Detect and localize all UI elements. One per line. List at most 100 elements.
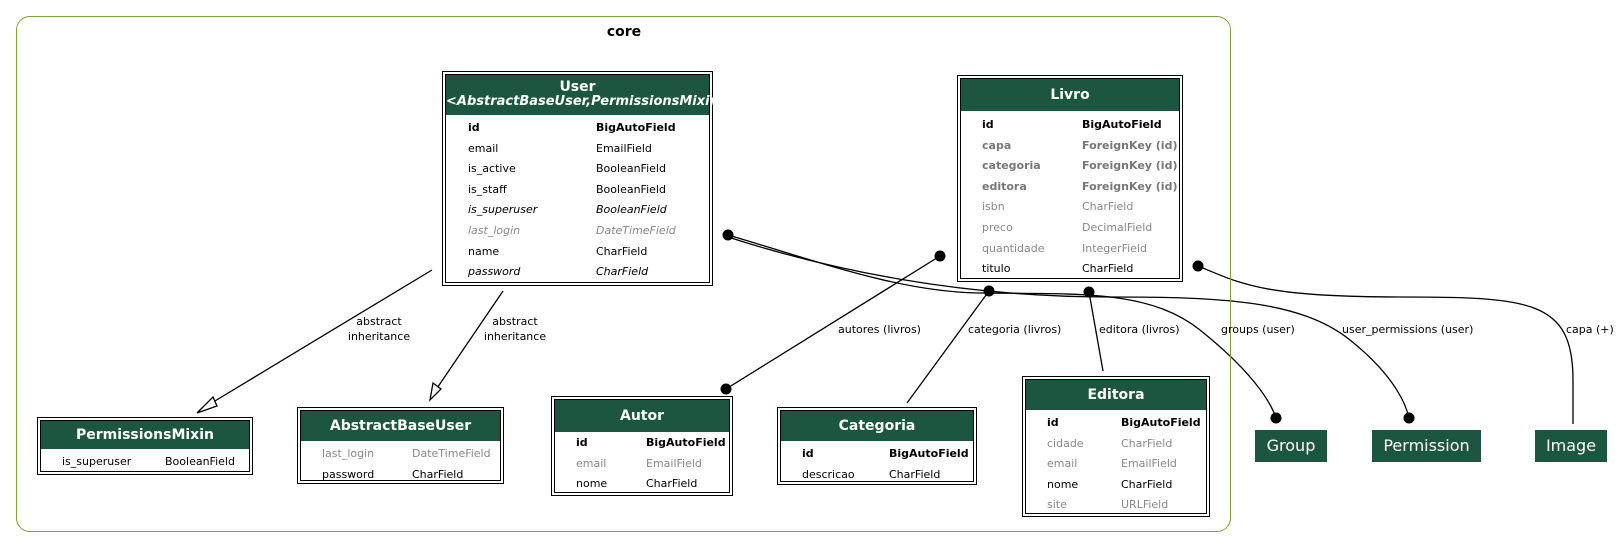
field-row: id BigAutoField [961,114,1179,135]
edge-groups [727,234,1277,419]
field-name: email [576,456,607,470]
field-type: IntegerField [1082,241,1147,255]
field-name: password [322,467,375,481]
field-type: EmailField [646,456,702,470]
field-row: nome CharField [555,473,729,494]
field-type: BigAutoField [889,447,969,460]
field-type: CharField [646,477,698,491]
field-row: categoria ForeignKey (id) [961,155,1179,176]
node-group[interactable]: Group [1255,430,1327,462]
edge-user-abstractbaseuser [430,290,504,398]
field-name: email [468,141,499,155]
model-subtitle: <AbstractBaseUser,PermissionsMixin> [446,94,730,109]
field-row: site URLField [1026,494,1206,515]
field-name: is_superuser [468,203,538,217]
inheritance-arrowhead-abstractbaseuser [429,381,442,402]
edge-autores [725,255,941,390]
field-name: nome [1047,477,1079,491]
field-name: id [802,447,814,460]
field-name: quantidade [982,241,1045,255]
edge-capa [1197,265,1574,424]
field-row: email EmailField [1026,453,1206,474]
cluster-core [16,16,1231,532]
edge-user-permissions-dot [1403,412,1415,424]
field-row: nome CharField [1026,474,1206,495]
field-row: is_active BooleanField [446,158,709,179]
field-name: last_login [468,224,521,237]
edge-label-autores: autores (livros) [838,323,921,336]
field-name: id [982,118,994,131]
field-name: is_superuser [62,455,132,468]
field-name: descricao [802,467,855,481]
field-row: last_login DateTimeField [446,220,709,241]
field-type: BigAutoField [1082,118,1162,131]
field-type: EmailField [1121,457,1177,471]
field-name: id [468,121,480,134]
field-name: categoria [982,159,1041,173]
field-name: email [1047,457,1078,471]
field-type: CharField [1121,436,1173,450]
field-type: URLField [1121,498,1169,512]
model-title: AbstractBaseUser [329,418,472,434]
model-permissionsmixin[interactable]: PermissionsMixin is_superuser BooleanField [37,417,253,475]
node-permission[interactable]: Permission [1372,430,1481,462]
field-type: CharField [1082,200,1134,214]
field-type: ForeignKey (id) [1082,159,1178,173]
model-inner-border: PermissionsMixin is_superuser BooleanField [40,420,250,472]
cluster-label: core [606,24,642,40]
node-image[interactable]: Image [1535,430,1607,462]
model-user[interactable]: User<AbstractBaseUser,PermissionsMixin>i… [442,71,730,286]
model-title: Categoria [838,418,916,434]
field-name: is_active [468,162,516,176]
model-title: Autor [619,408,665,424]
field-name: isbn [982,200,1005,214]
field-name: nome [576,477,608,491]
edge-user-permissions [727,236,1410,419]
field-name: capa [982,138,1012,152]
edge-categoria [906,290,990,404]
field-row: quantidade IntegerField [961,238,1179,259]
edge-user-permissionsmixin [199,269,433,411]
field-row: is_superuser BooleanField [41,451,249,472]
field-name: site [1047,498,1067,512]
inheritance-arrowhead-permissionsmixin [196,395,218,414]
field-type: DateTimeField [412,447,491,460]
field-type: BooleanField [165,455,235,468]
field-type: CharField [1121,477,1173,491]
field-type: ForeignKey (id) [1082,179,1178,193]
field-row: id BigAutoField [781,443,973,464]
field-name: titulo [982,262,1011,276]
field-type: DecimalField [1082,221,1153,234]
model-header: AbstractBaseUser [301,411,500,441]
edge-label-editora: editora (livros) [1099,323,1180,336]
model-header: Editora [1026,380,1206,410]
field-type: BigAutoField [1121,416,1201,429]
field-row: editora ForeignKey (id) [961,176,1179,197]
edge-label-groups: groups (user) [1221,323,1295,336]
field-name: editora [982,179,1027,193]
field-type: DateTimeField [596,224,676,237]
field-type: BooleanField [596,162,666,176]
edge-editora [1088,291,1104,372]
model-title: PermissionsMixin [76,427,214,443]
